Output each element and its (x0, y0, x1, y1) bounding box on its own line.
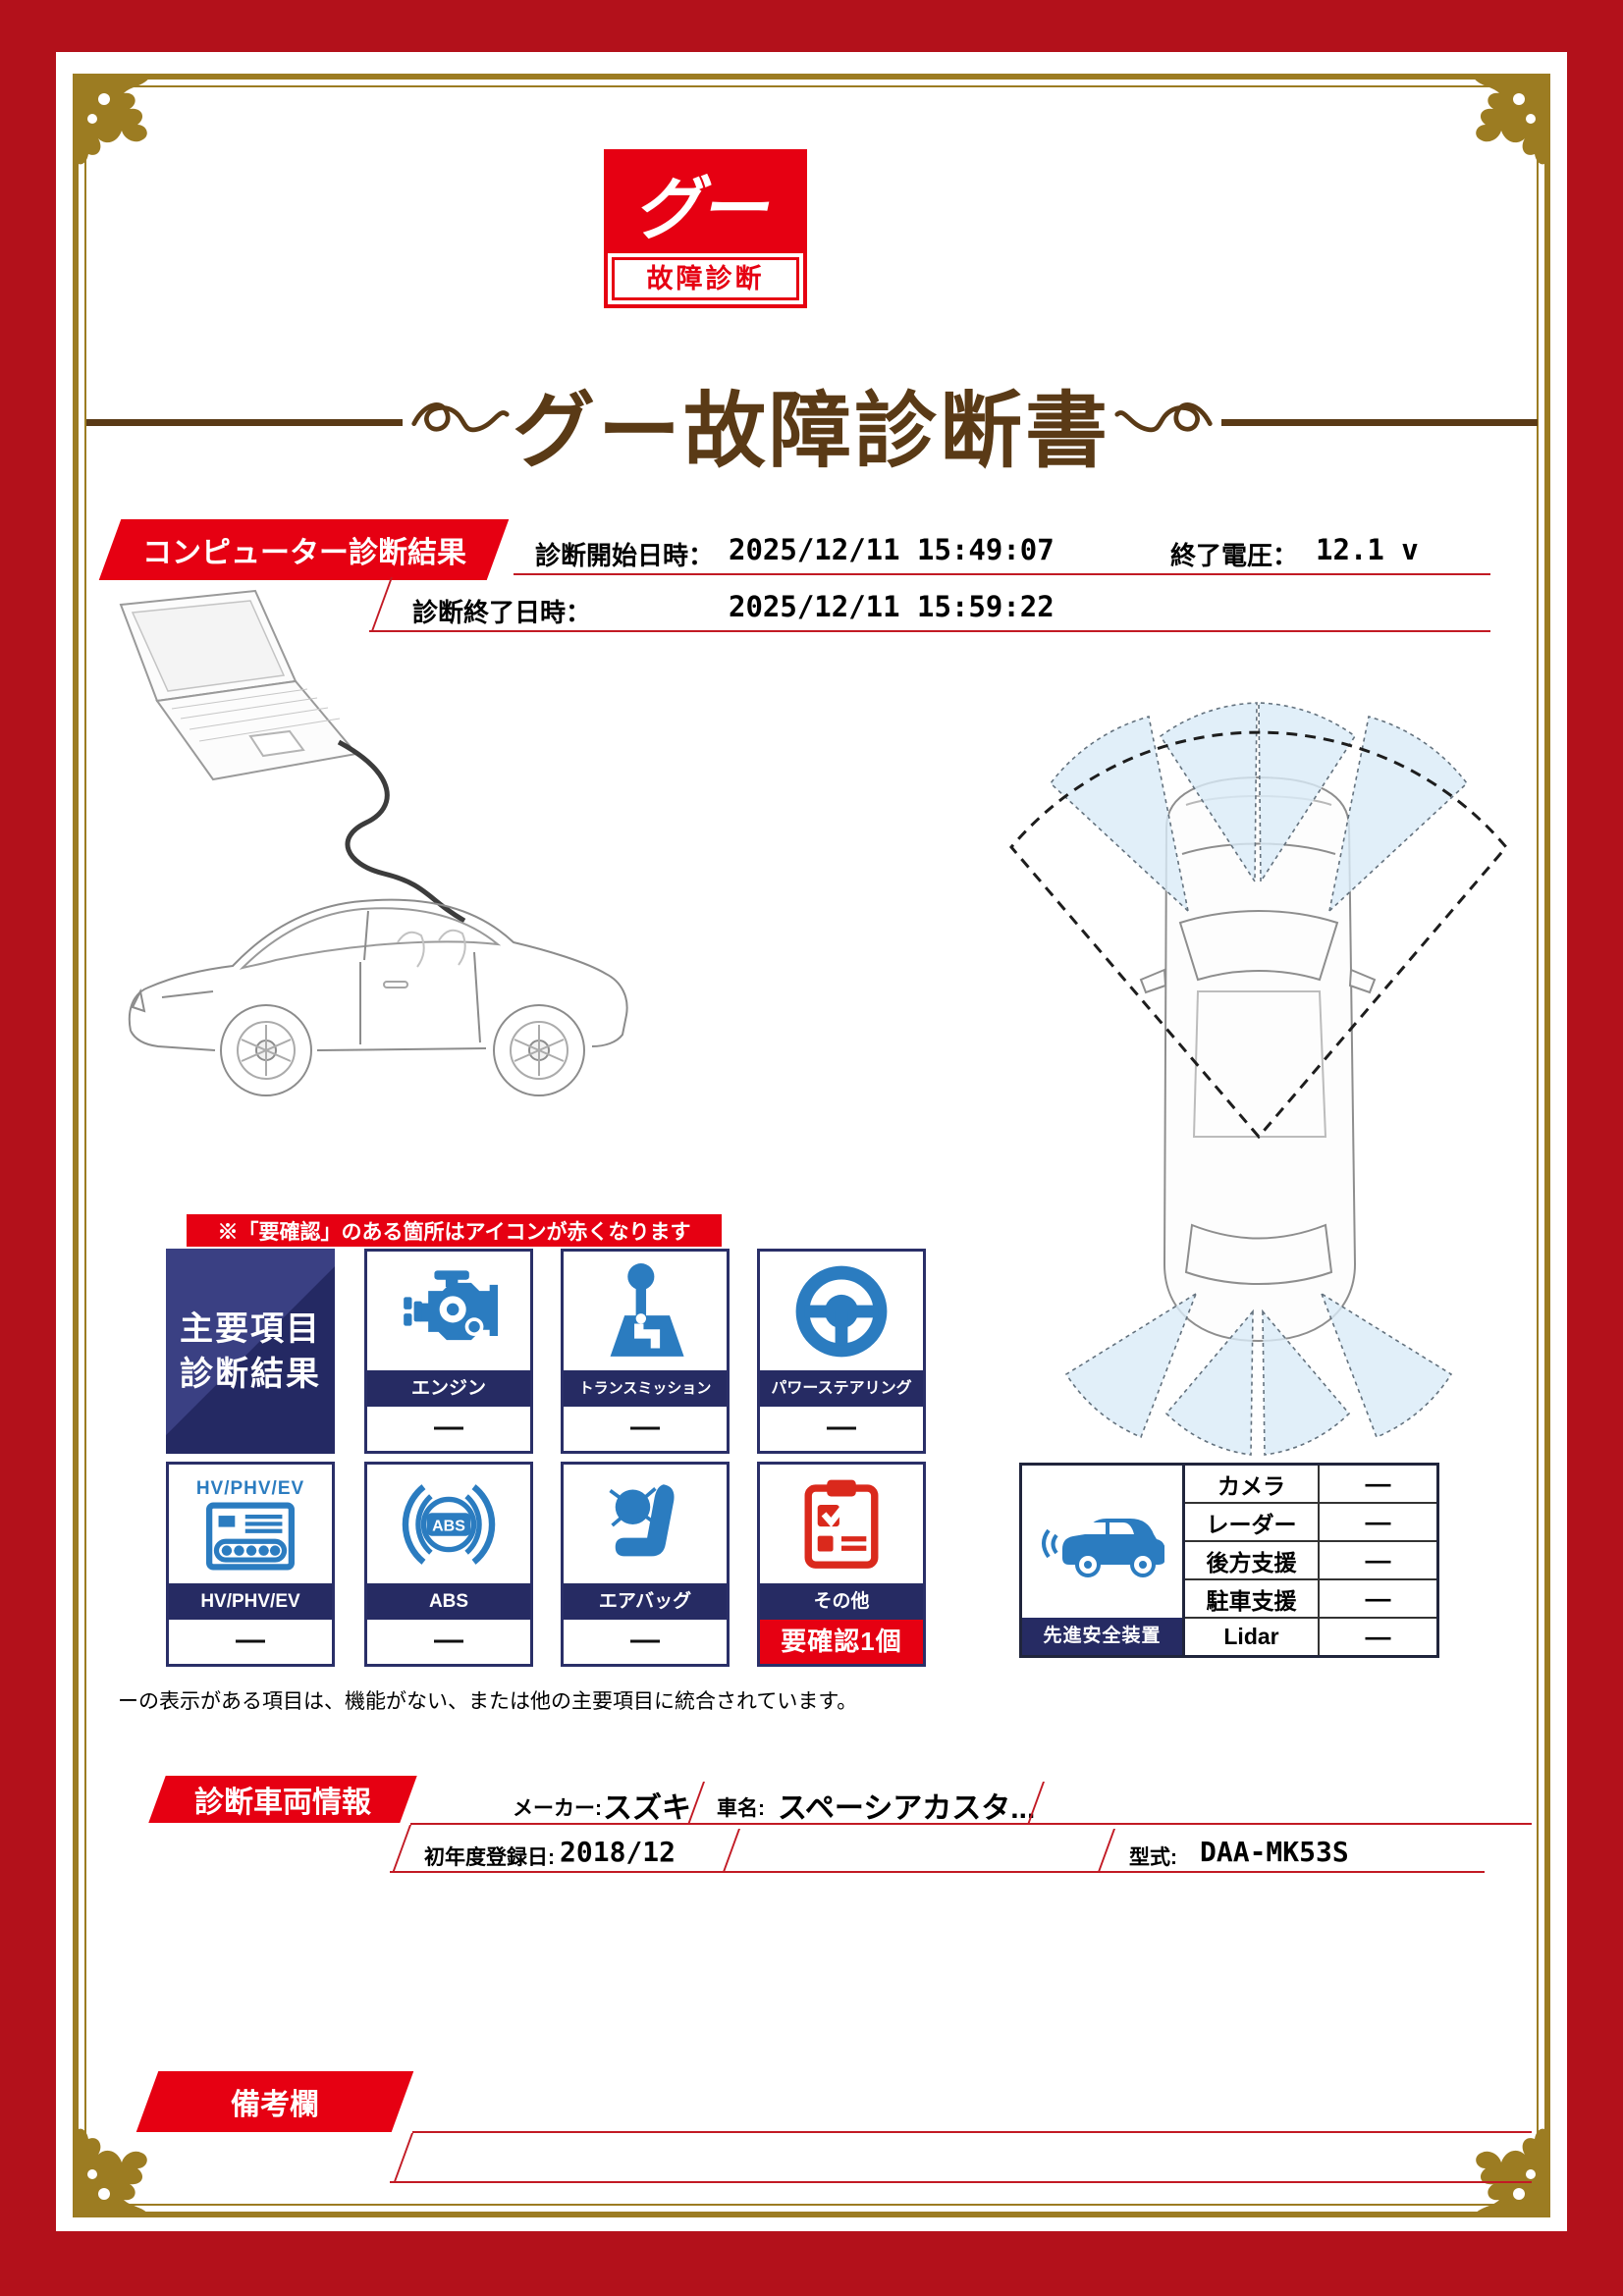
remarks-line1 (412, 2131, 1532, 2133)
vehicle-model-value: DAA-MK53S (1200, 1836, 1349, 1868)
goo-logo-subtitle: 故障診断 (612, 257, 799, 300)
card-abs-label: ABS (367, 1583, 530, 1620)
title-divider-left (86, 419, 403, 426)
gold-frame-inner (84, 85, 1539, 2206)
vehicle-row2-underline (390, 1871, 1485, 1873)
diagnosis-start-value: 2025/12/11 15:49:07 (729, 533, 1055, 566)
transmission-icon (564, 1252, 727, 1370)
laptop-car-diagnosis-illustration (119, 589, 628, 1096)
corner-ornament-icon (75, 2128, 151, 2217)
diagnosis-end-value: 2025/12/11 15:59:22 (729, 590, 1055, 623)
card-transmission-value: — (630, 1411, 660, 1443)
hv-phv-ev-icon: HV/PHV/EV (169, 1465, 332, 1583)
goo-logo-mark: グー (608, 153, 803, 253)
table-row: 駐車支援 — (1185, 1580, 1436, 1619)
card-engine-value: — (434, 1411, 463, 1443)
corner-ornament-icon (1472, 76, 1548, 165)
steering-wheel-icon (760, 1252, 923, 1370)
card-other-label: その他 (760, 1583, 923, 1620)
hv-phv-ev-icon-text: HV/PHV/EV (195, 1477, 305, 1499)
section-vehicle-info-label: 診断車両情報 (194, 1787, 371, 1819)
safety-car-icon (1022, 1466, 1182, 1618)
advanced-safety-left-cell: 先進安全装置 (1022, 1466, 1185, 1655)
vehicle-name-value: スペーシアカスタ... (778, 1792, 1036, 1825)
corner-ornament-icon (1472, 2128, 1548, 2217)
goo-logo-text: グー (630, 170, 779, 247)
advanced-safety-table: 先進安全装置 カメラ — レーダー — 後方支援 — 駐車支援 — Lidar … (1019, 1463, 1439, 1658)
safety-row-value: — (1318, 1504, 1436, 1540)
safety-row-name: 駐車支援 (1206, 1587, 1297, 1614)
diagnosis-row1-underline (514, 573, 1490, 575)
card-airbag-value: — (630, 1624, 660, 1656)
card-power-steering-value: — (827, 1411, 856, 1443)
vehicle-maker-value: スズキ (603, 1792, 691, 1825)
card-transmission: トランスミッション — (561, 1249, 730, 1454)
section-computer-diagnosis-label: コンピューター診断結果 (141, 537, 466, 569)
section-computer-diagnosis: コンピューター診断結果 (98, 519, 510, 580)
goo-logo: グー 故障診断 (604, 149, 807, 308)
red-check-note-banner: ※「要確認」のある箇所はアイコンが赤くなります (187, 1214, 722, 1247)
table-row: レーダー — (1185, 1504, 1436, 1542)
main-items-header: 主要項目 診断結果 (166, 1249, 335, 1454)
diagnosis-voltage-label: 終了電圧： (1170, 541, 1299, 570)
card-abs-value: — (434, 1624, 463, 1656)
section-vehicle-info: 診断車両情報 (148, 1776, 417, 1823)
card-transmission-label: トランスミッション (564, 1370, 727, 1407)
card-hv-phv-ev-value: — (236, 1624, 265, 1656)
card-engine: エンジン — (364, 1249, 533, 1454)
main-items-header-line2: 診断結果 (180, 1355, 321, 1393)
safety-row-value: — (1318, 1619, 1436, 1655)
engine-icon (367, 1252, 530, 1370)
section-remarks: 備考欄 (135, 2071, 414, 2132)
gold-frame-outer (73, 74, 1550, 2217)
sensor-coverage-top-view-illustration (1009, 702, 1508, 1456)
table-row: カメラ — (1185, 1466, 1436, 1504)
checklist-clipboard-icon (760, 1465, 923, 1583)
safety-row-name: カメラ (1217, 1472, 1285, 1499)
card-hv-phv-ev-label: HV/PHV/EV (169, 1583, 332, 1620)
title-flourish-left-icon (411, 402, 510, 433)
diagnosis-row2-underline (369, 630, 1490, 632)
safety-row-name: レーダー (1206, 1511, 1297, 1537)
safety-row-name: Lidar (1223, 1624, 1279, 1649)
diagnosis-end-label: 診断終了日時： (412, 598, 592, 627)
card-airbag: エアバッグ — (561, 1462, 730, 1667)
diagnosis-voltage-value: 12.1 v (1316, 533, 1419, 566)
advanced-safety-rows: カメラ — レーダー — 後方支援 — 駐車支援 — Lidar — (1185, 1466, 1436, 1655)
airbag-icon (564, 1465, 727, 1583)
vehicle-row1-underline (410, 1823, 1532, 1825)
safety-row-name: 後方支援 (1206, 1549, 1297, 1575)
vehicle-name-label: 車名: (717, 1797, 765, 1820)
card-abs: ABS ABS — (364, 1462, 533, 1667)
table-row: 後方支援 — (1185, 1542, 1436, 1580)
page-title: グー故障診断書 (512, 385, 1110, 477)
card-engine-label: エンジン (367, 1370, 530, 1407)
abs-icon: ABS (367, 1465, 530, 1583)
vehicle-reg-label: 初年度登録日: (424, 1846, 555, 1869)
section-remarks-label: 備考欄 (231, 2089, 319, 2121)
vehicle-reg-value: 2018/12 (560, 1836, 676, 1868)
safety-row-value: — (1318, 1466, 1436, 1502)
vehicle-maker-label: メーカー: (513, 1797, 602, 1820)
diagnosis-start-label: 診断開始日時： (535, 541, 715, 570)
table-row: Lidar — (1185, 1619, 1436, 1655)
vehicle-model-label: 型式: (1129, 1846, 1177, 1869)
title-divider-right (1221, 419, 1538, 426)
card-other-alert-value: 要確認1個 (760, 1620, 923, 1664)
card-airbag-label: エアバッグ (564, 1583, 727, 1620)
card-hv-phv-ev: HV/PHV/EV HV/PHV/EV — (166, 1462, 335, 1667)
corner-ornament-icon (75, 76, 151, 165)
card-power-steering-label: パワーステアリング (760, 1370, 923, 1407)
remarks-line2 (390, 2181, 1532, 2183)
advanced-safety-label: 先進安全装置 (1022, 1618, 1182, 1655)
main-items-header-line1: 主要項目 (180, 1309, 321, 1348)
title-flourish-right-icon (1114, 402, 1213, 433)
grid-footnote: ーの表示がある項目は、機能がない、または他の主要項目に統合されています。 (118, 1690, 858, 1713)
card-other: その他 要確認1個 (757, 1462, 926, 1667)
abs-icon-text: ABS (432, 1518, 465, 1534)
safety-row-value: — (1318, 1580, 1436, 1617)
card-power-steering: パワーステアリング — (757, 1249, 926, 1454)
safety-row-value: — (1318, 1542, 1436, 1578)
